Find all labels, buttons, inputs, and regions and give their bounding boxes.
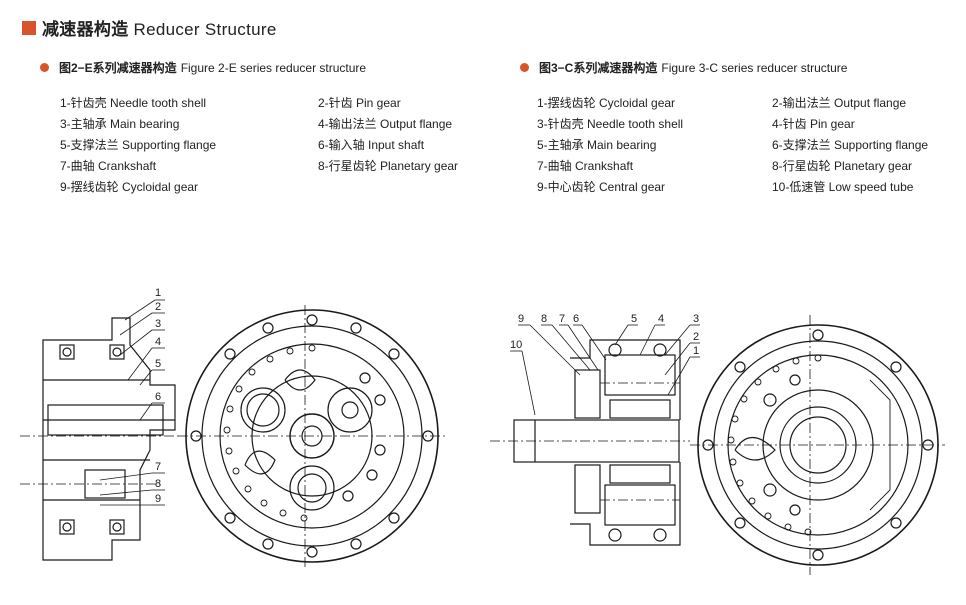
legend-item: 7-曲轴 Crankshaft (60, 159, 157, 173)
legend-item: 5-主轴承 Main bearing (537, 138, 657, 152)
c-series-callouts: 9 8 7 6 5 4 3 2 1 10 (510, 313, 699, 357)
header-marker (22, 20, 36, 35)
right-legend-col1: 1-摆线齿轮 Cycloidal gear 3-针齿壳 Needle tooth… (537, 93, 683, 198)
right-title-cn: 图3−C系列减速器构造 (539, 61, 658, 75)
legend-item: 3-针齿壳 Needle tooth shell (537, 117, 684, 131)
legend-item: 4-输出法兰 Output flange (318, 117, 453, 131)
left-section-title: 图2−E系列减速器构造 Figure 2-E series reducer st… (40, 59, 366, 76)
legend-item: 2-针齿 Pin gear (318, 96, 401, 110)
callout-label: 5 (155, 358, 161, 370)
legend-item: 1-针齿壳 Needle tooth shell (60, 96, 207, 110)
header-title-cn: 减速器构造 (42, 20, 129, 39)
callout-label: 4 (155, 336, 161, 348)
callout-label: 3 (155, 318, 161, 330)
callout-label: 1 (693, 345, 699, 357)
left-legend-col2: 2-针齿 Pin gear 4-输出法兰 Output flange 6-输入轴… (318, 93, 458, 177)
callout-label: 9 (518, 313, 524, 325)
callout-label: 8 (541, 313, 547, 325)
legend-item: 4-针齿 Pin gear (772, 117, 855, 131)
left-title-en: Figure 2-E series reducer structure (180, 60, 367, 75)
callout-label: 10 (510, 339, 522, 351)
left-title-cn: 图2−E系列减速器构造 (59, 61, 177, 75)
right-title-en: Figure 3-C series reducer structure (661, 60, 848, 75)
pin-ring (727, 354, 822, 536)
legend-item: 6-输入轴 Input shaft (318, 138, 425, 152)
legend-item: 2-输出法兰 Output flange (772, 96, 907, 110)
callout-label: 6 (155, 391, 161, 403)
right-legend-col2: 2-输出法兰 Output flange 4-针齿 Pin gear 6-支撑法… (772, 93, 928, 198)
callout-label: 4 (658, 313, 664, 325)
c-series-leaders (510, 324, 700, 416)
callout-label: 7 (155, 461, 161, 473)
header-title-en: Reducer Structure (133, 20, 277, 39)
callout-label: 6 (573, 313, 579, 325)
right-section-title: 图3−C系列减速器构造 Figure 3-C series reducer st… (520, 59, 847, 76)
legend-item: 10-低速管 Low speed tube (772, 180, 914, 194)
callout-label: 5 (631, 313, 637, 325)
legend-item: 1-摆线齿轮 Cycloidal gear (537, 96, 676, 110)
callout-label: 1 (155, 287, 161, 299)
callout-label: 2 (155, 301, 161, 313)
c-series-front-view (690, 315, 945, 575)
callout-label: 9 (155, 493, 161, 505)
legend-item: 9-摆线齿轮 Cycloidal gear (60, 180, 199, 194)
callout-label: 2 (693, 331, 699, 343)
legend-item: 9-中心齿轮 Central gear (537, 180, 666, 194)
legend-item: 6-支撑法兰 Supporting flange (772, 138, 929, 152)
left-legend-col1: 1-针齿壳 Needle tooth shell 3-主轴承 Main bear… (60, 93, 216, 198)
legend-item: 8-行星齿轮 Planetary gear (772, 159, 913, 173)
page-header: 减速器构造 Reducer Structure (22, 15, 277, 40)
legend-item: 8-行星齿轮 Planetary gear (318, 159, 459, 173)
bullet-icon (520, 63, 529, 72)
c-series-section-view (490, 339, 690, 546)
e-series-section-view (20, 317, 180, 561)
e-series-leaders (99, 299, 165, 506)
legend-item: 7-曲轴 Crankshaft (537, 159, 634, 173)
e-series-front-view (178, 305, 445, 570)
callout-label: 8 (155, 478, 161, 490)
legend-item: 3-主轴承 Main bearing (60, 117, 180, 131)
pin-ring (223, 344, 316, 522)
callout-label: 7 (559, 313, 565, 325)
e-series-callouts: 1 2 3 4 5 6 7 8 9 (155, 287, 161, 505)
callout-label: 3 (693, 313, 699, 325)
legend-item: 5-支撑法兰 Supporting flange (60, 138, 217, 152)
bullet-icon (40, 63, 49, 72)
